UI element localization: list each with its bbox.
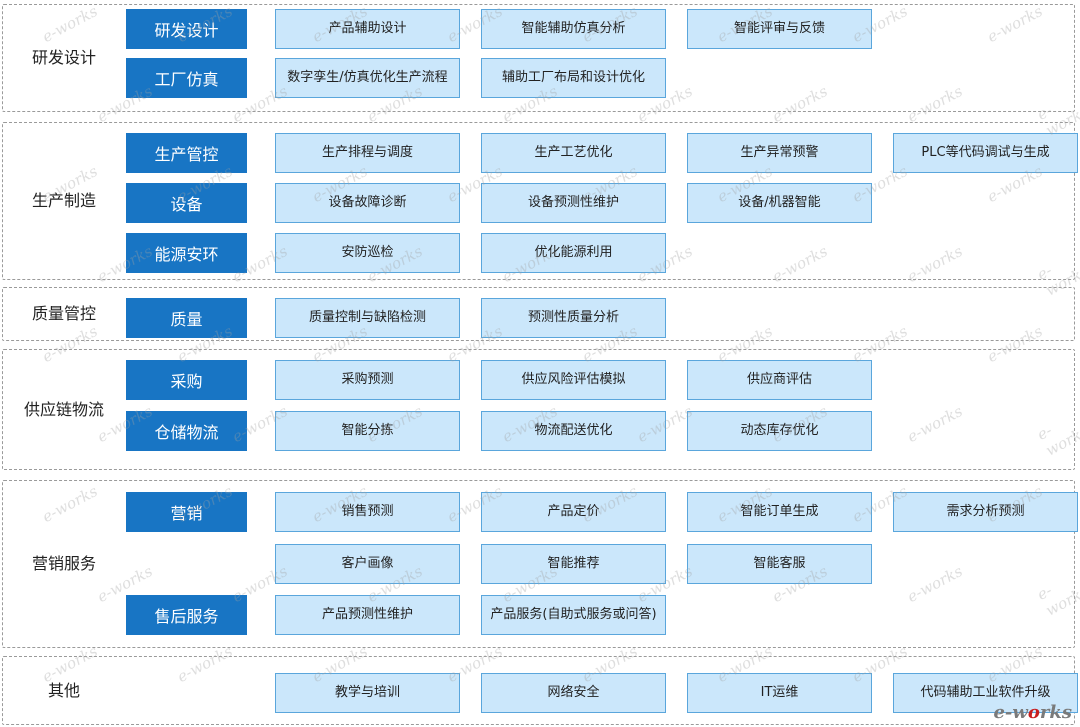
category-box: 采购 [126, 360, 247, 400]
application-box: 预测性质量分析 [481, 298, 666, 338]
section-label: 供应链物流 [23, 399, 104, 419]
application-box: 生产工艺优化 [481, 133, 666, 173]
application-box: 供应商评估 [687, 360, 872, 400]
section-0 [2, 4, 1075, 112]
application-box: 智能评审与反馈 [687, 9, 872, 49]
section-label: 生产制造 [31, 191, 96, 210]
application-box: 设备预测性维护 [481, 183, 666, 223]
category-box: 生产管控 [126, 133, 247, 173]
application-box: PLC等代码调试与生成 [893, 133, 1078, 173]
application-box: 网络安全 [481, 673, 666, 713]
application-box: 产品预测性维护 [275, 595, 460, 635]
category-box: 售后服务 [126, 595, 247, 635]
application-box: 数字孪生/仿真优化生产流程 [275, 58, 460, 98]
eworks-logo: e-works [993, 702, 1072, 723]
application-box: 教学与培训 [275, 673, 460, 713]
section-2 [2, 287, 1075, 341]
application-box: 优化能源利用 [481, 233, 666, 273]
category-box: 工厂仿真 [126, 58, 247, 98]
application-box: 辅助工厂布局和设计优化 [481, 58, 666, 98]
application-box: 供应风险评估模拟 [481, 360, 666, 400]
category-box: 营销 [126, 492, 247, 532]
application-box: 产品定价 [481, 492, 666, 532]
application-box: 设备故障诊断 [275, 183, 460, 223]
category-box: 设备 [126, 183, 247, 223]
application-box: 智能分拣 [275, 411, 460, 451]
section-label: 质量管控 [31, 304, 96, 323]
category-box: 研发设计 [126, 9, 247, 49]
category-box: 能源安环 [126, 233, 247, 273]
application-box: 产品辅助设计 [275, 9, 460, 49]
application-box: 产品服务(自助式服务或问答) [481, 595, 666, 635]
application-box: 智能辅助仿真分析 [481, 9, 666, 49]
section-label: 研发设计 [31, 48, 96, 67]
application-box: 质量控制与缺陷检测 [275, 298, 460, 338]
application-box: 销售预测 [275, 492, 460, 532]
application-box: 代码辅助工业软件升级 [893, 673, 1078, 713]
application-box: 生产异常预警 [687, 133, 872, 173]
application-box: 设备/机器智能 [687, 183, 872, 223]
category-box: 质量 [126, 298, 247, 338]
application-box: 客户画像 [275, 544, 460, 584]
section-label: 营销服务 [31, 554, 96, 573]
application-box: 物流配送优化 [481, 411, 666, 451]
application-box: 智能订单生成 [687, 492, 872, 532]
application-box: 智能客服 [687, 544, 872, 584]
application-box: 智能推荐 [481, 544, 666, 584]
application-box: 生产排程与调度 [275, 133, 460, 173]
application-box: IT运维 [687, 673, 872, 713]
section-label: 其他 [47, 680, 80, 700]
application-box: 安防巡检 [275, 233, 460, 273]
category-box: 仓储物流 [126, 411, 247, 451]
application-box: 需求分析预测 [893, 492, 1078, 532]
section-3 [2, 349, 1075, 470]
application-box: 采购预测 [275, 360, 460, 400]
section-1 [2, 122, 1075, 280]
application-box: 动态库存优化 [687, 411, 872, 451]
section-4 [2, 480, 1075, 648]
